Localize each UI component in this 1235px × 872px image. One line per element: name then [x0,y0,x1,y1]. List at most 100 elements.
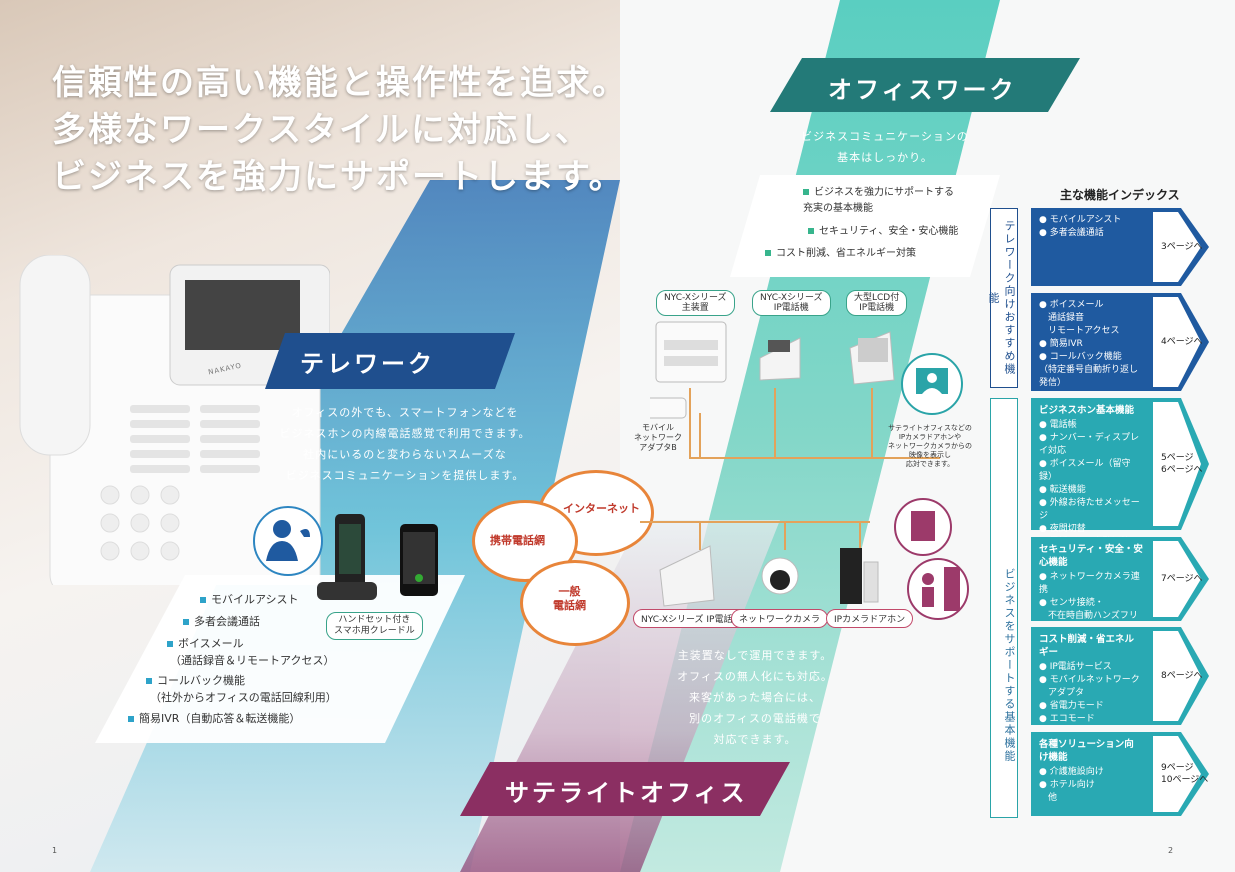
satellite-title: サテライトオフィス [505,779,748,807]
office-title: オフィスワーク [828,76,1017,104]
index-card-page-line: 5ページ [1161,453,1194,463]
telework-body: オフィスの外でも、スマートフォンなどを ビジネスホンの内線電話感覚で利用できます… [245,402,565,486]
smartphone-cradle-illustration [317,514,438,600]
office-feature-2: セキュリティ、安全・安心機能 [808,224,958,240]
index-card-arrow-shape [1031,293,1209,391]
index-card-page-ref: 3ページへ [1161,241,1203,253]
index-card-item: ● 介護施設向け [1039,767,1104,777]
index-side-business: ビジネスをサポートする基本機能 [990,398,1018,818]
telework-feature-2: 多者会議通話 [183,612,260,632]
office-intro-line: ビジネスコミュニケーションの [801,130,969,143]
index-card-item: ● 多者会議通話 [1039,228,1104,238]
index-card-page-ref: 7ページへ [1161,573,1203,585]
satellite-banner-shape [460,762,790,816]
index-card-item: ● ボイスメール [1039,300,1104,310]
office-feature-panel [730,175,1000,277]
index-card-arrow-shape [1031,208,1209,286]
telework-feature-4: コールバック機能 [146,671,245,691]
index-card-item: ● モバイルアシスト [1039,215,1122,225]
satellite-devices-illustration [640,521,879,607]
mobile-network-label: 携帯電話網 [490,534,545,547]
headline: 信頼性の高い機能と操作性を追求。 多様なワークスタイルに対応し、 ビジネスを強力… [52,60,628,201]
device-label-lcd-phone: 大型LCD付 IP電話機 [846,290,908,316]
satellite-body-line: 来客があった場合には、 [689,691,821,704]
index-card-item: ● モバイルネットワーク [1039,675,1140,685]
index-card-body: 各種ソリューション向け機能● 介護施設向け● ホテル向け 他 [1031,732,1151,816]
index-card-arrow-shape [1031,537,1209,621]
telework-feature-3-sub: （通話録音＆リモートアクセス） [170,654,335,667]
index-card-item: （特定番号自動折り返し発信） [1039,365,1139,388]
satellite-body-line: 対応できます。 [713,733,797,746]
satellite-body-line: 別のオフィスの電話機で [689,712,821,725]
index-card[interactable]: ● モバイルアシスト ● 多者会議通話 3ページへ [1031,208,1211,286]
index-card-item: アダプタ [1039,688,1085,698]
index-card-body: ● ボイスメール 通話録音 リモートアクセス ● 簡易IVR ● コールバック機能 （… [1031,293,1151,391]
index-card-title: コスト削減・省エネルギー [1039,634,1135,658]
index-card-item: 他 [1039,793,1058,803]
index-card-item: ● 夜間切替 [1039,524,1086,534]
index-card-item: ● ナンバー・ディスプレイ対応 [1039,433,1140,456]
index-card-page-ref: 9ページ 10ページへ [1161,762,1208,786]
index-card-item: ● ホテル向け [1039,780,1095,790]
telework-feature-4-sub: （社外からオフィスの電話回線利用） [150,691,337,704]
satellite-device-camera: ネットワークカメラ [731,609,829,628]
index-card-item: ● 簡易IVR [1039,339,1083,349]
remote-worker-icon [253,506,323,576]
index-card-page-line: 9ページ [1161,763,1194,773]
public-network-cloud [520,560,630,646]
office-feature-3: コスト削減、省エネルギー対策 [765,246,916,262]
mobile-network-cloud [472,500,578,582]
index-card-item: ● センサ接続・ [1039,598,1104,608]
index-card-page-ref: 4ページへ [1161,336,1203,348]
index-card[interactable]: ● ボイスメール 通話録音 リモートアクセス ● 簡易IVR ● コールバック機能 （… [1031,293,1211,391]
index-card[interactable]: セキュリティ・安全・安心機能● ネットワークカメラ連携● センサ接続・ 不在時自… [1031,537,1211,647]
index-card-page-line: 4ページへ [1161,337,1203,347]
index-side-telework: テレワーク向けおすすめ機能 [987,208,1018,388]
index-card-item: ● 外線お待たせメッセージ [1039,498,1140,521]
headline-line-3: ビジネスを強力にサポートします。 [52,157,625,197]
telework-body-line: ビジネスコミュニケーションを提供します。 [285,469,525,482]
index-card-body: ビジネスホン基本機能 ● 電話帳 ● ナンバー・ディスプレイ対応 ● ボイスメール（留… [1031,398,1151,547]
index-card-item: ● IP電話サービス [1039,662,1112,672]
index-card-item: ● コールバック機能 [1039,352,1122,362]
index-card-body: ● モバイルアシスト ● 多者会議通話 [1031,208,1151,286]
telework-feature-1: モバイルアシスト [200,590,299,610]
office-feature-1-sub: 充実の基本機能 [803,203,873,214]
mobile-adapter-label: モバイル ネットワーク アダプタB [634,423,682,452]
visitor-icon [907,558,969,620]
index-card-item: ● 電話帳 [1039,420,1077,430]
index-card-page-line: 3ページへ [1161,242,1203,252]
camera-note: サテライトオフィスなどの IPカメラドアホンや ネットワークカメラからの 映像を… [888,424,972,468]
index-card-item: ● ボイスメール（留守録） [1039,459,1131,482]
index-card-page-line: 10ページへ [1161,775,1209,785]
index-card[interactable]: ビジネスホン基本機能 ● 電話帳 ● ナンバー・ディスプレイ対応 ● ボイスメール（留… [1031,398,1211,547]
camera-display-icon [901,353,963,415]
index-card-item: リモートアクセス [1039,326,1120,336]
index-card[interactable]: コスト削減・省エネルギー ● IP電話サービス ● モバイルネットワーク アダプタ ●… [1031,627,1211,725]
index-card-page-ref: 5ページ 6ページへ [1161,452,1203,476]
index-card-page-ref: 8ページへ [1161,670,1203,682]
office-feature-1: ビジネスを強力にサポートする [803,185,954,201]
index-card-item: ● エコモード [1039,714,1095,724]
index-card-arrow-shape [1031,732,1209,816]
index-card-page-line: 6ページへ [1161,465,1203,475]
index-card-item: ● ネットワークカメラ連携 [1039,572,1140,595]
device-label-ip-phone: NYC-Xシリーズ IP電話機 [752,290,831,316]
index-card-body: セキュリティ・安全・安心機能● ネットワークカメラ連携● センサ接続・ 不在時自… [1031,537,1151,647]
office-banner-shape [770,58,1080,112]
device-label-main-unit: NYC-Xシリーズ 主装置 [656,290,735,316]
index-card-page-line: 8ページへ [1161,671,1203,681]
telework-feature-5: 簡易IVR（自動応答＆転送機能） [128,709,300,729]
index-card-arrow-shape [1031,398,1209,530]
office-intro: ビジネスコミュニケーションの 基本はしっかり。 [790,126,980,168]
index-card-title: ビジネスホン基本機能 [1039,405,1135,416]
index-card-item: 通話録音 [1039,313,1085,323]
satellite-body-line: 主装置なしで運用できます。 [677,649,833,662]
cradle-label: ハンドセット付き スマホ用クレードル [326,612,423,640]
office-intro-line: 基本はしっかり。 [837,151,933,164]
headline-line-2: 多様なワークスタイルに対応し、 [52,110,591,150]
telework-body-line: オフィスの外でも、スマートフォンなどを [291,406,519,419]
index-card-page-line: 7ページへ [1161,574,1203,584]
index-card-arrow-shape [1031,627,1209,725]
